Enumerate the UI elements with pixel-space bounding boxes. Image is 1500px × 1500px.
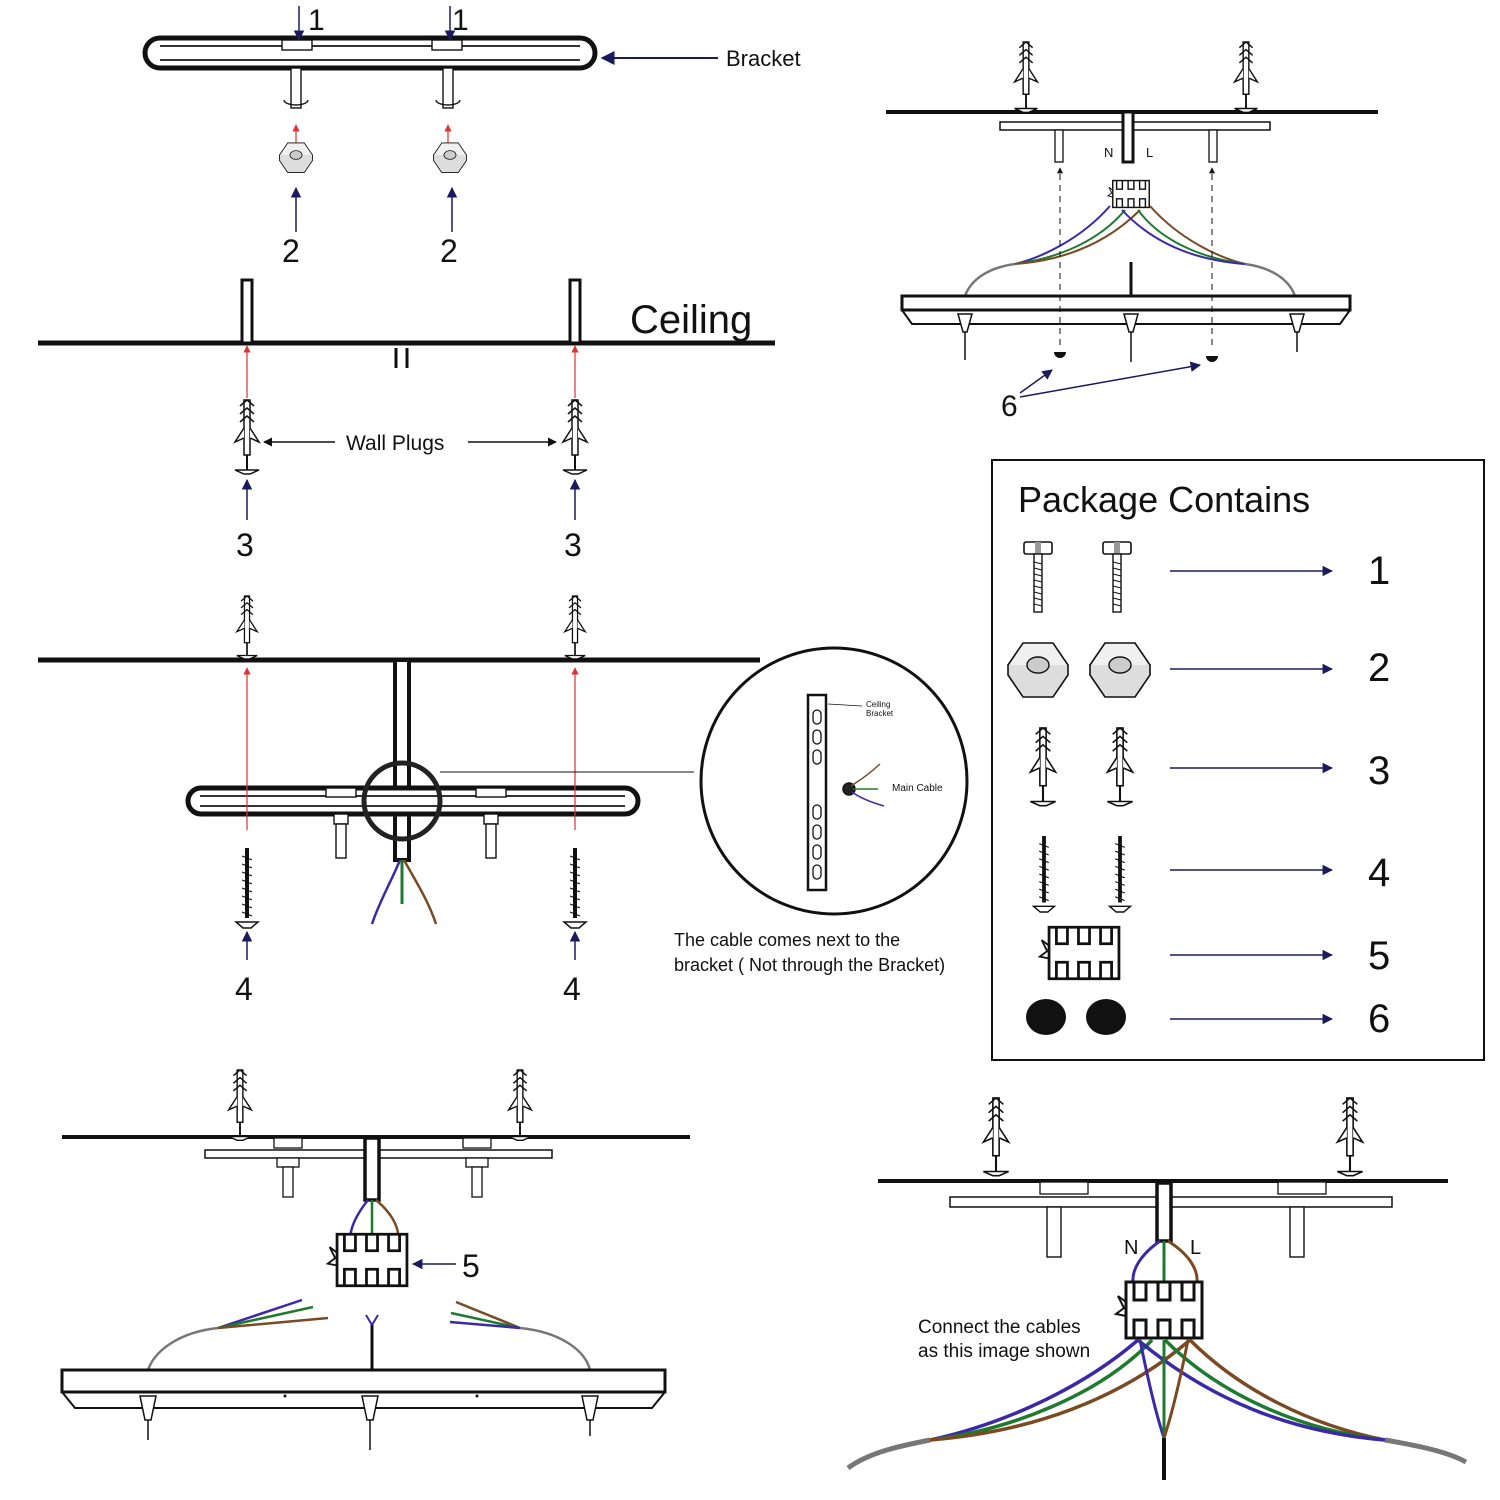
step-number-3: 3 — [236, 527, 254, 563]
panel-bracket-mounting: 4 4 — [38, 595, 760, 1007]
wall-plugs-label: Wall Plugs — [346, 432, 444, 455]
ceiling-label: Ceiling — [630, 298, 752, 342]
hex-nut-icon — [1007, 642, 1069, 698]
screw-head-left — [281, 39, 313, 51]
cable-conduit — [1155, 1181, 1173, 1243]
wood-screw-icon — [234, 846, 260, 930]
step-number-4: 4 — [235, 971, 253, 1007]
package-item-3: 3 — [1029, 726, 1390, 807]
neutral-label: N — [1124, 1237, 1138, 1259]
connect-note-line-2: as this image shown — [918, 1341, 1090, 1362]
step-number-4: 4 — [563, 971, 581, 1007]
package-item-5: 5 — [1038, 925, 1390, 981]
step-number-1: 1 — [452, 4, 469, 37]
wall-plug-icon — [234, 399, 260, 475]
ceiling-bracket-label: Ceiling — [866, 700, 890, 709]
hex-nut-icon — [279, 142, 313, 174]
main-cable-label: Main Cable — [892, 783, 943, 794]
panel-connected-cables: N L Connect the cables as this image sho… — [846, 1096, 1468, 1480]
magnifier-ring — [361, 760, 443, 842]
zoom-circle — [699, 646, 969, 916]
terminal-block-icon — [1038, 925, 1121, 981]
drill-hole — [568, 278, 582, 345]
package-contents-box: Package Contains 1 2 3 4 5 — [991, 459, 1485, 1061]
screw-head-right — [431, 39, 463, 51]
package-item-number: 6 — [1368, 997, 1390, 1041]
terminal-block-icon — [326, 1232, 409, 1288]
wall-plug-icon — [562, 399, 588, 475]
bracket-plate — [999, 121, 1271, 131]
step-number-3: 3 — [564, 527, 582, 563]
canopy-plate — [60, 1368, 667, 1394]
wood-screw-icon — [562, 846, 588, 930]
zoom-detail: Ceiling Bracket Main Cable The cable com… — [674, 646, 969, 975]
bracket-bar — [185, 785, 641, 817]
package-item-number: 5 — [1368, 934, 1390, 978]
package-item-number: 3 — [1368, 749, 1390, 793]
package-item-2: 2 — [1007, 642, 1390, 698]
panel-canopy-caps: N L 6 — [886, 41, 1378, 423]
package-title: Package Contains — [1018, 479, 1310, 520]
black-cap-icon — [1086, 999, 1126, 1035]
cable-conduit — [363, 1136, 381, 1202]
panel-bracket-assembly: 1 1 2 2 Bracket — [142, 4, 801, 269]
step-number-6: 6 — [1001, 390, 1018, 423]
terminal-block-icon — [1114, 1280, 1204, 1340]
bracket-label: Bracket — [726, 46, 801, 71]
live-label: L — [1190, 1237, 1201, 1259]
black-cap-icon — [1026, 999, 1066, 1035]
package-item-1: 1 — [1023, 541, 1390, 613]
package-item-4: 4 — [1031, 834, 1390, 914]
ceiling-bracket-label-2: Bracket — [866, 709, 894, 718]
neutral-label: N — [1104, 145, 1113, 160]
package-item-number: 4 — [1368, 851, 1390, 895]
hex-nut-icon — [1089, 642, 1151, 698]
connect-note-line-1: Connect the cables — [918, 1317, 1081, 1338]
step-number-1: 1 — [308, 4, 325, 37]
step-number-5: 5 — [462, 1248, 480, 1284]
terminal-block-icon — [1107, 179, 1150, 209]
cable-note-line-2: bracket ( Not through the Bracket) — [674, 955, 945, 975]
step-number-2: 2 — [440, 233, 458, 269]
package-item-number: 2 — [1368, 646, 1390, 690]
package-item-6: 6 — [1026, 997, 1390, 1041]
live-label: L — [1146, 145, 1153, 160]
canopy-plate — [900, 294, 1352, 312]
cable-conduit — [1121, 110, 1135, 164]
cable-note-line-1: The cable comes next to the — [674, 930, 900, 950]
panel-connector: 5 — [60, 1069, 690, 1450]
black-cap-icon — [1054, 352, 1066, 358]
step-number-2: 2 — [282, 233, 300, 269]
cable-conduit — [393, 658, 411, 862]
bracket-bar — [142, 35, 598, 71]
hex-nut-icon — [433, 142, 467, 174]
panel-wall-plugs: Ceiling Wall Plugs 3 3 — [38, 278, 775, 563]
black-cap-icon — [1206, 356, 1218, 362]
package-item-number: 1 — [1368, 549, 1390, 593]
drill-hole — [240, 278, 254, 345]
ceiling-bracket-detail — [806, 693, 828, 892]
